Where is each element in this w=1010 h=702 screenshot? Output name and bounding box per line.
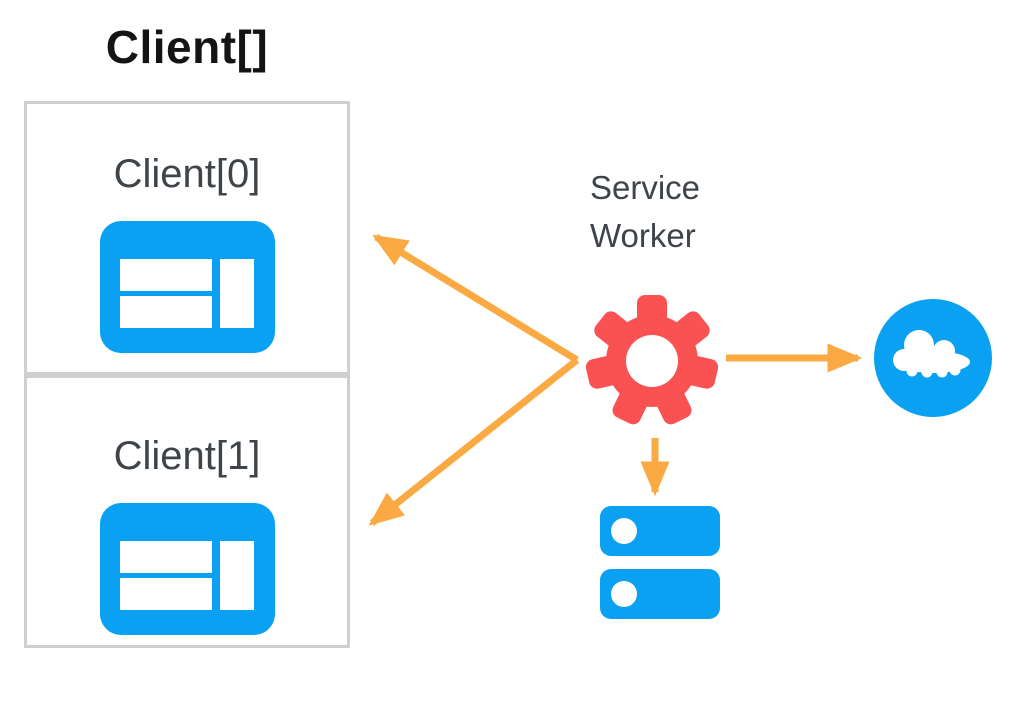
arrow-sw-to-client1 <box>368 357 580 526</box>
arrow-sw-to-client0 <box>372 234 579 363</box>
service-worker-label: Service Worker <box>590 164 750 260</box>
service-worker-label-line1: Service <box>590 169 701 206</box>
client-0-box: Client[0] <box>24 101 350 375</box>
cloud-icon <box>874 299 992 417</box>
gear-icon <box>586 295 718 425</box>
browser-window-icon <box>99 503 275 635</box>
clients-group-title: Client[] <box>105 21 269 73</box>
storage-servers-icon <box>600 506 720 619</box>
client-1-box: Client[1] <box>24 375 350 648</box>
service-worker-label-line2: Worker <box>590 217 696 254</box>
browser-window-icon <box>99 221 275 353</box>
client-0-label: Client[0] <box>113 152 261 196</box>
client-1-label: Client[1] <box>113 434 261 478</box>
